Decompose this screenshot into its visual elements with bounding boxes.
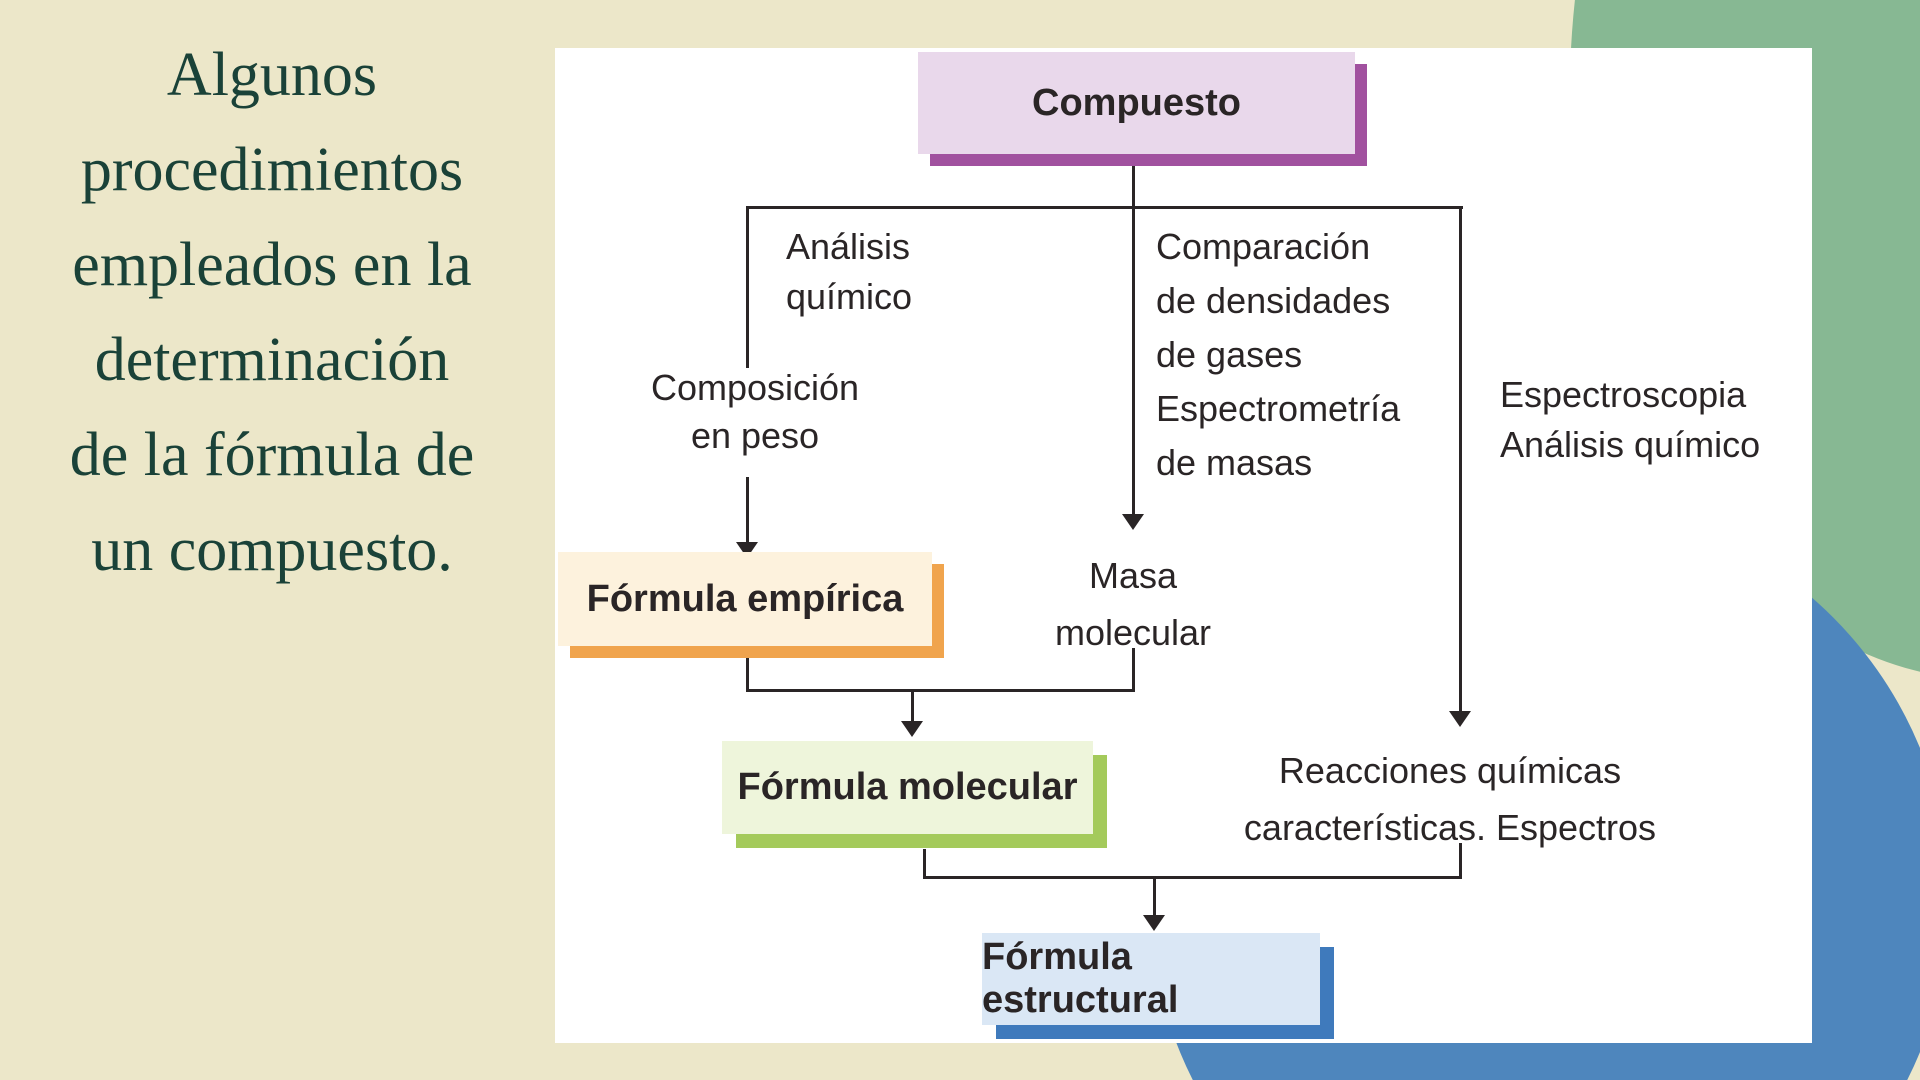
title-line: un compuesto. xyxy=(91,516,453,584)
connector-molecular-out xyxy=(923,849,926,879)
label-line: molecular xyxy=(1054,612,1212,653)
arrowhead-estructural xyxy=(1143,915,1165,931)
label-line: Espectrometría xyxy=(1156,388,1401,429)
label-line: de gases xyxy=(1156,334,1303,375)
label-line: de masas xyxy=(1156,442,1313,483)
connector-compuesto-masa xyxy=(1132,155,1135,515)
connector-empirica-out xyxy=(746,658,749,692)
title-line: de la fórmula de xyxy=(69,421,475,489)
label-espectroscopia: Espectroscopia Análisis químico xyxy=(1500,370,1760,470)
label-line: Reacciones químicas xyxy=(1278,750,1622,791)
connector-branch-horizontal xyxy=(747,206,1463,209)
title-line: determinación xyxy=(94,326,450,394)
connector-molecular-arrow xyxy=(911,689,914,723)
connector-estructural-arrow xyxy=(1153,876,1156,918)
connector-junction-2 xyxy=(923,876,1462,879)
node-formula-molecular: Fórmula molecular xyxy=(722,741,1093,834)
connector-left-arrow xyxy=(746,477,749,545)
node-formula-empirica: Fórmula empírica xyxy=(558,552,932,646)
node-formula-estructural: Fórmula estructural xyxy=(982,933,1320,1025)
label-line: Análisis xyxy=(786,226,911,267)
label-masa-molecular: Masa molecular xyxy=(1008,547,1258,661)
label-composicion-en-peso: Composición en peso xyxy=(555,364,955,460)
label-line: Comparación xyxy=(1156,226,1371,267)
label-line: Espectroscopia xyxy=(1500,374,1747,415)
arrowhead-masa xyxy=(1122,514,1144,530)
title-line: procedimientos xyxy=(80,136,464,204)
label-line: características. Espectros xyxy=(1243,807,1657,848)
title-line: empleados en la xyxy=(72,231,472,299)
label-line: Composición xyxy=(650,367,860,408)
label-line: de densidades xyxy=(1156,280,1391,321)
connector-left-drop xyxy=(746,206,749,368)
connector-right-drop xyxy=(1459,206,1462,713)
connector-masa-out xyxy=(1132,648,1135,691)
arrowhead-reacciones xyxy=(1449,711,1471,727)
label-line: en peso xyxy=(690,415,820,456)
slide-title: Algunos procedimientos empleados en la d… xyxy=(22,28,522,598)
node-compuesto: Compuesto xyxy=(918,52,1355,154)
label-analisis-quimico: Análisis químico xyxy=(786,222,912,322)
connector-reacciones-out xyxy=(1459,843,1462,879)
label-reacciones-quimicas: Reacciones químicas características. Esp… xyxy=(1150,742,1750,856)
arrowhead-molecular xyxy=(901,721,923,737)
label-line: Análisis químico xyxy=(1500,424,1761,465)
label-line: químico xyxy=(786,276,913,317)
label-comparacion-espectrometria: Comparación de densidades de gases Espec… xyxy=(1156,220,1400,490)
label-line: Masa xyxy=(1088,555,1178,596)
connector-junction-1 xyxy=(746,689,1135,692)
title-line: Algunos xyxy=(166,41,378,109)
